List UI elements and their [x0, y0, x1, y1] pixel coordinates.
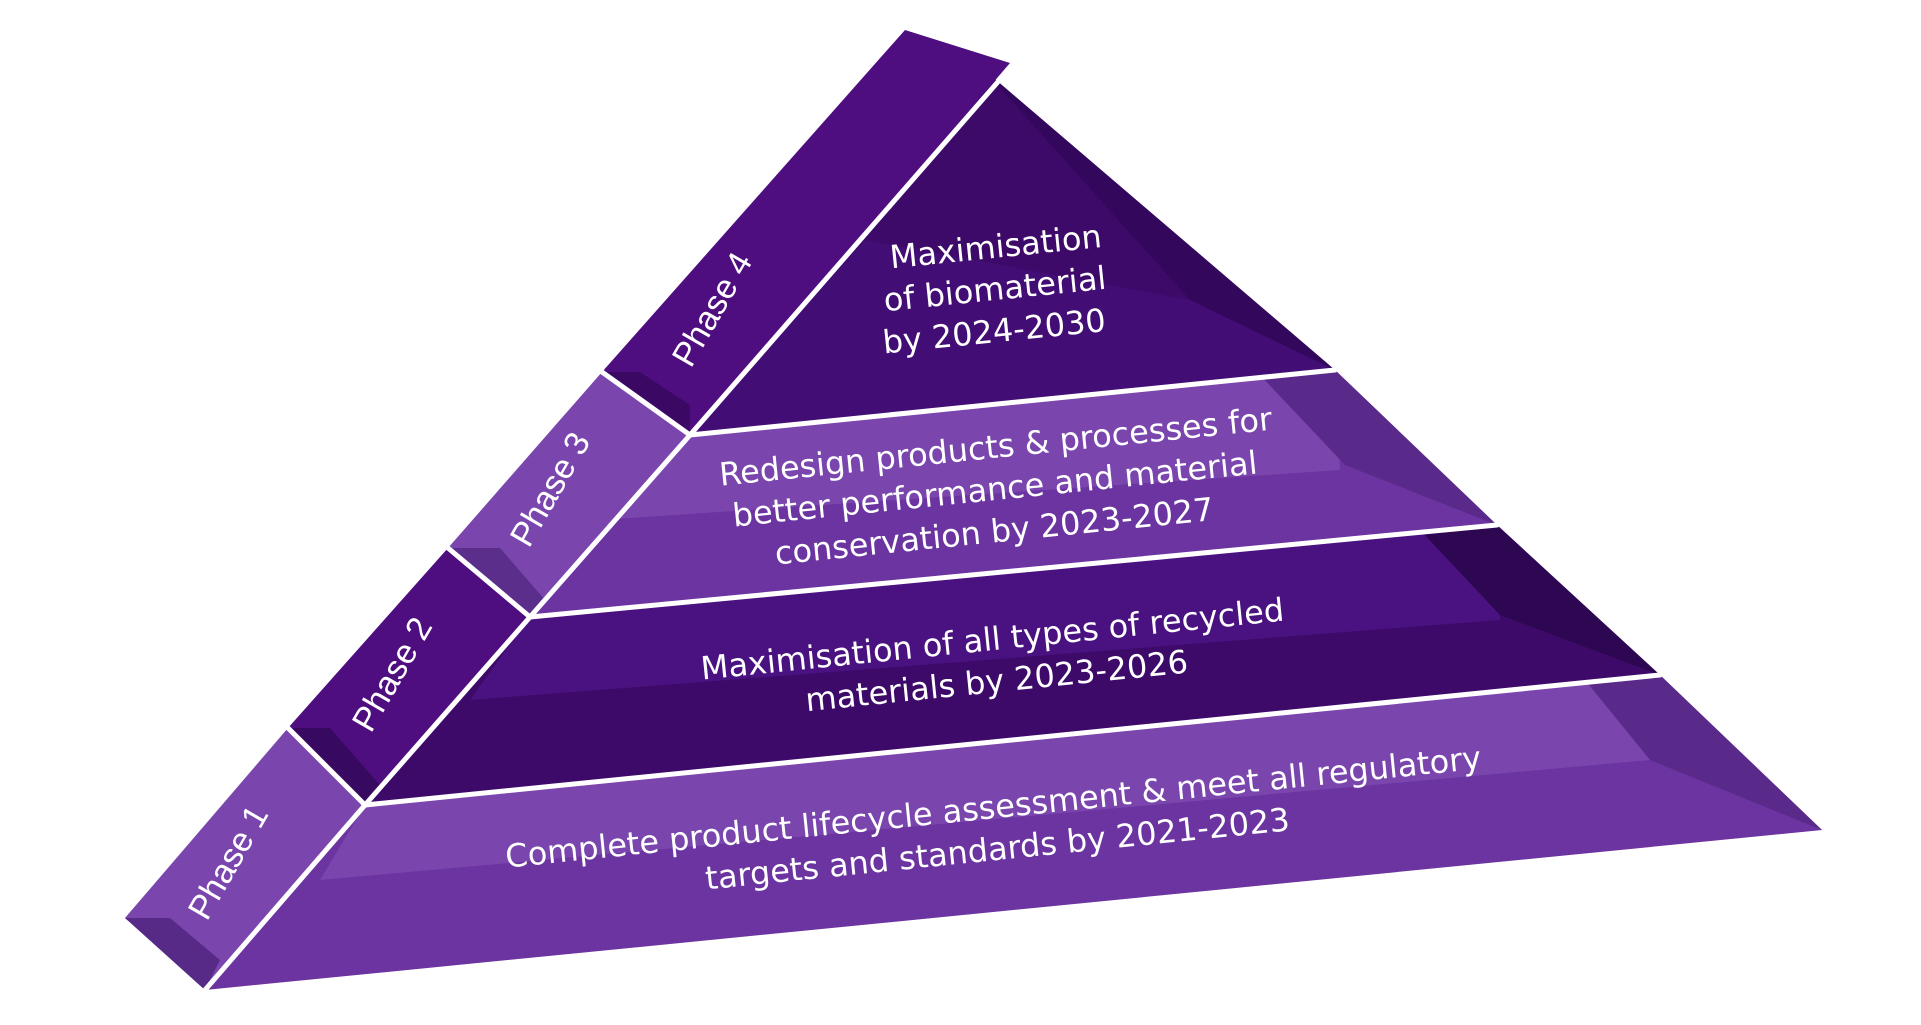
divider-side-3-2 — [445, 545, 533, 620]
tier-phase-3 — [448, 370, 1497, 617]
tier-phase-1-side-shadow — [125, 918, 220, 990]
divider-side-2-1 — [285, 725, 368, 808]
tier-phase-3-highlight — [600, 370, 1340, 520]
tier-phase-2 — [288, 525, 1660, 805]
tier-phase-2-highlight — [470, 525, 1500, 700]
tier-phase-3-side-right — [1260, 370, 1497, 525]
tier-phase-4-front — [690, 68, 1335, 435]
divider-phase-2-1 — [362, 672, 1663, 808]
divider-edge-3 — [527, 432, 693, 620]
tier-4-text: Maximisation of biomaterial by 2024-2030 — [881, 217, 1108, 361]
tier-phase-4-side — [602, 30, 1010, 435]
tier-phase-1-highlight — [320, 675, 1660, 880]
divider-phase-4-3 — [687, 367, 1338, 438]
tier-phase-3-side — [448, 372, 690, 617]
tier-phase-1-side-right — [1585, 675, 1822, 830]
divider-phase-3-2 — [527, 522, 1500, 620]
divider-edge-1 — [202, 802, 368, 993]
tier-phase-2-side-shadow — [288, 728, 380, 805]
divider-side-4-3 — [599, 369, 693, 438]
tier-phase-4-highlight — [982, 68, 1335, 370]
tier-phase-2-side — [288, 548, 530, 805]
tier-phase-1-side — [125, 728, 365, 990]
tier-dividers — [202, 65, 1663, 993]
tier-phase-2-side-right — [1420, 525, 1660, 675]
divider-edge-2 — [362, 614, 533, 808]
tier-phase-1 — [125, 675, 1822, 990]
divider-edge-top — [687, 65, 1013, 438]
